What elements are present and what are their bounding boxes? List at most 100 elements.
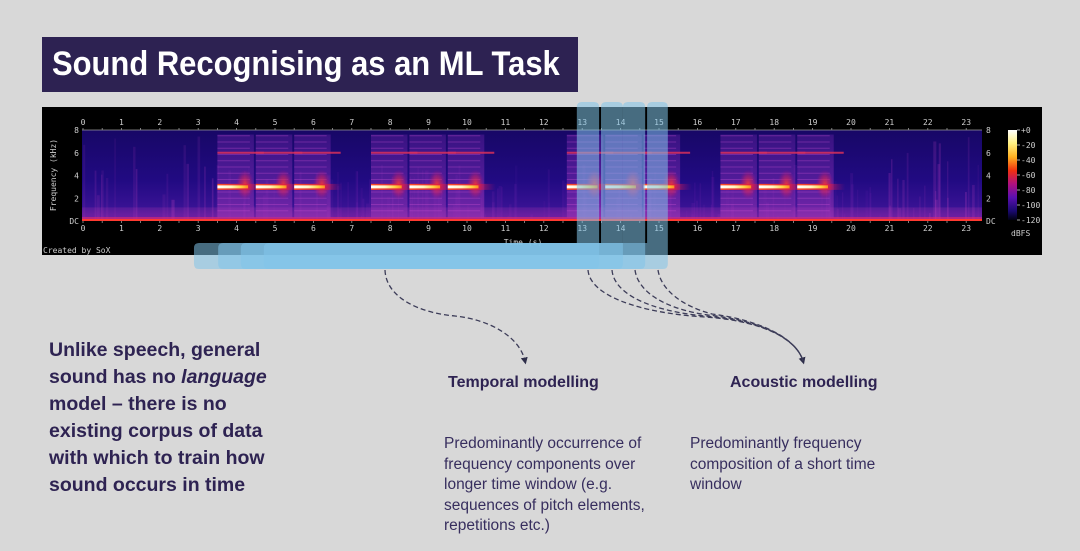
acoustic-arrow-4: [657, 269, 804, 362]
time-tick-label-bottom: 9: [426, 224, 431, 233]
noise-stripe: [356, 171, 359, 221]
colorbar: [1008, 130, 1017, 220]
noise-stripe: [96, 195, 100, 221]
time-tick-label-top: 20: [846, 118, 856, 127]
noise-stripe: [204, 166, 206, 221]
noise-stripe: [83, 144, 86, 221]
noise-stripe: [934, 191, 937, 221]
sound-event: [217, 134, 266, 218]
noise-stripe: [162, 194, 166, 221]
noise-stripe: [355, 202, 359, 221]
time-tick-label-bottom: 17: [731, 224, 741, 233]
time-tick-label-top: 8: [388, 118, 393, 127]
noise-stripe: [693, 182, 696, 221]
colorbar-tick-label: -100: [1021, 201, 1040, 210]
noise-stripe: [501, 186, 503, 221]
noise-stripe: [972, 184, 975, 221]
colorbar-tick-label: -60: [1021, 171, 1036, 180]
noise-stripe: [508, 204, 512, 221]
colorbar-tick-label: +0: [1021, 126, 1031, 135]
colorbar-tick-label: -120: [1021, 216, 1040, 225]
noise-stripe: [355, 171, 358, 221]
acoustic-arrow-1: [587, 269, 806, 365]
noise-stripe: [562, 180, 565, 221]
noise-stripe: [947, 161, 949, 221]
noise-stripe: [183, 145, 186, 221]
sound-event: [371, 134, 419, 218]
time-tick-label-bottom: 18: [769, 224, 779, 233]
time-tick-label-top: 18: [769, 118, 779, 127]
dc-line: [82, 219, 982, 221]
time-tick-label-top: 17: [731, 118, 741, 127]
noise-stripe: [491, 202, 495, 221]
noise-stripe: [498, 185, 502, 221]
noise-stripe: [496, 188, 499, 221]
freq-tick-label-left: 2: [74, 194, 79, 203]
time-tick-label-top: 4: [234, 118, 239, 127]
noise-stripe: [197, 136, 201, 221]
time-tick-label-top: 0: [81, 118, 86, 127]
noise-stripe: [841, 192, 844, 221]
sox-credit: Created by SoX: [43, 246, 111, 255]
freq-tick-label-right: 6: [986, 149, 991, 158]
sound-event: [797, 134, 846, 218]
colorbar-tick-label: -40: [1021, 156, 1036, 165]
time-tick-label-bottom: 20: [846, 224, 856, 233]
noise-stripe: [171, 199, 175, 221]
time-tick-label-bottom: 21: [885, 224, 895, 233]
temporal-arrow: [384, 269, 528, 365]
time-tick-label-bottom: 10: [462, 224, 472, 233]
noise-stripe: [937, 164, 940, 221]
noise-stripe: [94, 170, 97, 221]
sound-event: [720, 134, 769, 218]
noise-stripe: [977, 164, 979, 221]
noise-stripe: [869, 192, 872, 221]
sound-event: [447, 134, 496, 218]
time-tick-label-bottom: 19: [808, 224, 818, 233]
freq-tick-label-right: 8: [986, 126, 991, 135]
time-tick-label-bottom: 7: [349, 224, 354, 233]
noise-stripe: [897, 178, 899, 221]
noise-stripe: [913, 207, 915, 221]
statement-part-1: Unlike speech, general sound has no: [49, 339, 261, 388]
time-tick-label-bottom: 3: [196, 224, 201, 233]
x-axis-label: Time (s): [504, 238, 543, 247]
time-tick-label-top: 6: [311, 118, 316, 127]
sound-event: [255, 134, 304, 218]
freq-tick-label-right: DC: [986, 217, 996, 226]
noise-stripe: [514, 165, 518, 221]
time-tick-label-top: 7: [349, 118, 354, 127]
noise-stripe: [514, 183, 517, 221]
event-tone: [409, 185, 441, 189]
noise-stripe: [711, 170, 714, 221]
noise-stripe: [330, 179, 334, 221]
event-tone: [371, 185, 402, 189]
time-tick-label-bottom: 11: [501, 224, 511, 233]
colorbar-tick-label: -20: [1021, 141, 1036, 150]
time-tick-label-top: 2: [157, 118, 162, 127]
time-tick-label-top: 19: [808, 118, 818, 127]
noise-stripe: [924, 185, 926, 221]
noise-stripe: [685, 210, 688, 221]
noise-stripe: [898, 208, 902, 221]
noise-stripe: [186, 163, 189, 221]
noise-stripe: [696, 200, 698, 221]
time-tick-label-bottom: 1: [119, 224, 124, 233]
noise-stripe: [547, 169, 550, 221]
language-model-statement: Unlike speech, general sound has no lang…: [49, 337, 277, 499]
noise-stripe: [365, 203, 370, 221]
freq-tick-label-right: 2: [986, 194, 991, 203]
noise-stripe: [337, 185, 340, 221]
time-tick-label-bottom: 16: [693, 224, 703, 233]
noise-stripe: [347, 182, 350, 221]
event-tone: [294, 185, 325, 189]
noise-stripe: [890, 159, 893, 221]
statement-part-2: model – there is no existing corpus of d…: [49, 393, 265, 496]
noise-stripe: [794, 187, 797, 221]
noise-stripe: [368, 179, 371, 221]
noise-stripe: [340, 182, 343, 221]
time-tick-label-bottom: 23: [961, 224, 971, 233]
time-window-highlights: [193, 102, 668, 269]
noise-stripe: [850, 173, 854, 221]
noise-stripe: [793, 165, 798, 221]
